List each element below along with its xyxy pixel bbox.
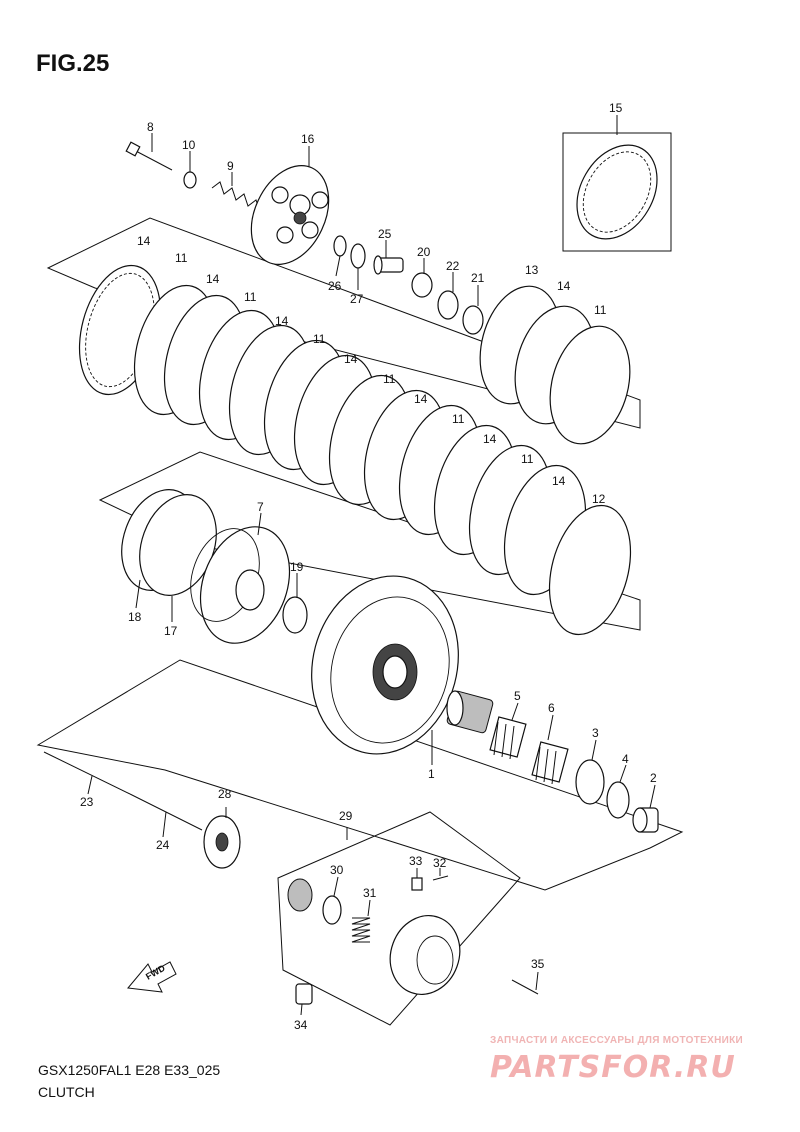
plate-stack-right — [479, 285, 631, 445]
part-35-bolt — [511, 979, 539, 995]
callout-30: 30 — [330, 863, 344, 877]
part-22-washer — [437, 290, 459, 320]
callout-2: 2 — [650, 771, 657, 785]
callout-28: 28 — [218, 787, 232, 801]
callout-31: 31 — [363, 886, 377, 900]
part-8-bolt — [125, 141, 173, 171]
callout-4: 4 — [622, 752, 629, 766]
part-27-bearing — [350, 243, 366, 269]
callout-14-b: 14 — [206, 272, 220, 286]
callout-16: 16 — [301, 132, 315, 146]
part-30-oil-seal — [287, 878, 342, 925]
callout-33: 33 — [409, 854, 423, 868]
callout-14-f: 14 — [483, 432, 497, 446]
callout-32: 32 — [433, 856, 447, 870]
part-33-cap — [411, 877, 423, 891]
part-release-cylinder — [389, 915, 461, 995]
watermark-logo: PARTSFOR.RU — [490, 1050, 736, 1085]
part-31-spring — [351, 917, 371, 943]
part-bush — [446, 690, 494, 734]
callout-27: 27 — [350, 292, 364, 306]
callout-11-f: 11 — [521, 452, 534, 466]
callout-5: 5 — [514, 689, 521, 703]
part-28-release-bearing — [203, 815, 241, 869]
model-code: GSX1250FAL1 E28 E33_025 — [38, 1062, 221, 1078]
part-18-17-rings — [121, 489, 217, 596]
callout-8: 8 — [147, 120, 154, 134]
callout-14-a: 14 — [137, 234, 151, 248]
callout-23: 23 — [80, 795, 94, 809]
part-5-needle-bearing — [489, 716, 527, 760]
part-6-needle-bearing — [531, 741, 569, 785]
part-20-nut — [411, 272, 433, 298]
figure-title: FIG.25 — [36, 50, 110, 77]
callout-11-e: 11 — [452, 412, 465, 426]
leader-lines — [87, 115, 656, 1016]
callout-14-c: 14 — [275, 314, 289, 328]
part-15-drive-plate — [576, 144, 658, 240]
callout-20: 20 — [417, 245, 431, 259]
part-1-clutch-housing — [311, 575, 459, 755]
callout-14-g: 14 — [552, 474, 566, 488]
callout-25: 25 — [378, 227, 392, 241]
callout-13: 13 — [525, 263, 539, 277]
callout-11-b: 11 — [244, 290, 257, 304]
fwd-arrow-icon: FWD — [127, 961, 177, 993]
section-name: CLUTCH — [38, 1084, 95, 1100]
part-21-washer — [462, 305, 484, 335]
callout-11-c: 11 — [313, 332, 326, 346]
callout-22: 22 — [446, 259, 460, 273]
callout-14-d: 14 — [344, 352, 358, 366]
callout-11-a: 11 — [175, 251, 188, 265]
callout-18: 18 — [128, 610, 142, 624]
part-3-thrust-washer — [575, 759, 605, 805]
group-box-plates — [46, 217, 641, 429]
part-2-spacer — [632, 807, 659, 833]
callout-12: 12 — [592, 492, 606, 506]
part-23-push-rod — [43, 751, 131, 795]
callout-14-e: 14 — [414, 392, 428, 406]
callout-14-r: 14 — [557, 279, 571, 293]
part-25-push-piece — [373, 255, 404, 275]
watermark-tagline: ЗАПЧАСТИ И АКСЕССУАРЫ ДЛЯ МОТОТЕХНИКИ — [490, 1035, 743, 1046]
part-7-clutch-hub — [190, 526, 291, 644]
part-32-bleeder — [432, 875, 449, 881]
part-10-washer — [183, 171, 197, 189]
callout-7: 7 — [257, 500, 264, 514]
callout-35: 35 — [531, 957, 545, 971]
callout-26: 26 — [328, 279, 342, 293]
part-26-circlip — [333, 235, 347, 257]
callout-29: 29 — [339, 809, 353, 823]
callout-9: 9 — [227, 159, 234, 173]
callout-labels: 8 10 9 16 15 25 20 22 21 26 27 13 14 11 … — [80, 101, 657, 1032]
callout-15: 15 — [609, 101, 623, 115]
callout-19: 19 — [290, 560, 304, 574]
callout-17: 17 — [164, 624, 178, 638]
callout-11-d: 11 — [383, 372, 396, 386]
callout-6: 6 — [548, 701, 555, 715]
part-19-washer — [282, 596, 308, 634]
callout-24: 24 — [156, 838, 170, 852]
part-34-pin — [295, 983, 313, 1005]
plate-stack-upper — [78, 264, 632, 636]
group-box-basket — [36, 659, 684, 891]
part-16-pressure-plate — [250, 165, 330, 265]
callout-1: 1 — [428, 767, 435, 781]
callout-3: 3 — [592, 726, 599, 740]
callout-21: 21 — [471, 271, 485, 285]
callout-11-r: 11 — [594, 303, 607, 317]
callout-10: 10 — [182, 138, 196, 152]
callout-34: 34 — [294, 1018, 308, 1032]
part-4-washer — [606, 781, 630, 819]
